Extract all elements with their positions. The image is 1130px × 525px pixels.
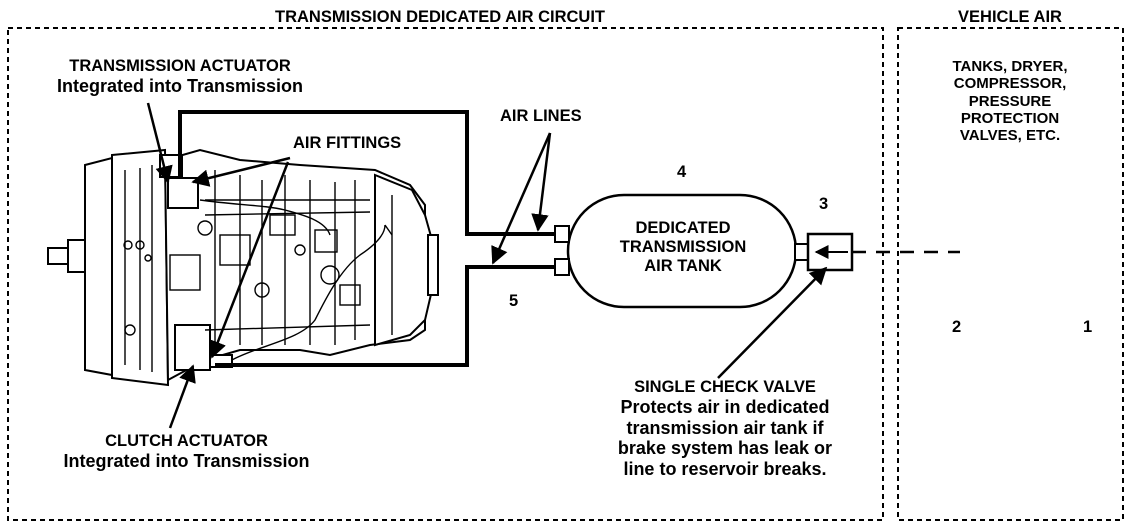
- leader-air-lines-2: [491, 132, 552, 265]
- callout-number-2: 2: [952, 318, 962, 336]
- tank-port-upper: [554, 225, 570, 243]
- clutch-actuator-label: CLUTCH ACTUATOR Integrated into Transmis…: [14, 432, 359, 472]
- transmission-actuator-label: TRANSMISSION ACTUATOR Integrated into Tr…: [20, 57, 340, 97]
- leader-air-lines-1: [531, 132, 552, 232]
- leader-air-fittings-2: [209, 161, 290, 359]
- leader-transmission-actuator: [146, 102, 173, 184]
- air-fittings-label: AIR FITTINGS: [293, 134, 402, 152]
- transmission-actuator-title: TRANSMISSION ACTUATOR: [69, 57, 291, 75]
- callout-number-1: 1: [1083, 318, 1093, 336]
- vehicle-air-components: TANKS, DRYER, COMPRESSOR, PRESSURE PROTE…: [910, 58, 1110, 144]
- callout-number-3: 3: [819, 195, 829, 213]
- tank-label-line1: DEDICATED: [635, 219, 731, 237]
- check-valve-title: SINGLE CHECK VALVE: [634, 378, 816, 396]
- vehicle-air-line2: COMPRESSOR,: [953, 75, 1067, 93]
- vehicle-air-line1: TANKS, DRYER,: [952, 58, 1068, 75]
- clutch-actuator-title: CLUTCH ACTUATOR: [105, 432, 268, 450]
- check-valve-desc-line1: Protects air in dedicated: [620, 396, 830, 417]
- check-valve-description: SINGLE CHECK VALVE Protects air in dedic…: [570, 378, 880, 480]
- tank-port-lower: [554, 258, 570, 276]
- check-valve-desc-line3: brake system has leak or: [617, 438, 833, 459]
- tank-label: DEDICATED TRANSMISSION AIR TANK: [590, 219, 776, 276]
- callout-number-5: 5: [509, 292, 519, 310]
- transmission-section-title: TRANSMISSION DEDICATED AIR CIRCUIT: [275, 8, 605, 26]
- leader-clutch-actuator: [168, 364, 196, 429]
- vehicle-air-line4: PROTECTION: [960, 109, 1060, 127]
- vehicle-air-line5: VALVES, ETC.: [959, 127, 1061, 144]
- transmission-actuator-subtitle: Integrated into Transmission: [56, 75, 304, 96]
- vehicle-air-box: [897, 27, 1124, 521]
- tank-label-line2: TRANSMISSION: [619, 237, 747, 256]
- air-line-lower: [215, 265, 555, 367]
- air-line-upper: [178, 110, 555, 236]
- leader-air-fittings-1: [191, 156, 291, 187]
- tank-label-line3: AIR TANK: [644, 256, 722, 275]
- transmission-illustration: [47, 148, 439, 387]
- clutch-actuator-subtitle: Integrated into Transmission: [63, 450, 310, 471]
- callout-number-4: 4: [677, 163, 687, 181]
- leader-check-valve: [717, 266, 828, 379]
- air-lines-label: AIR LINES: [500, 107, 582, 125]
- check-valve-desc-line4: line to reservoir breaks.: [623, 459, 827, 480]
- check-valve-desc-line2: transmission air tank if: [626, 417, 824, 438]
- transmission-circuit-box: [7, 27, 884, 521]
- transmission-details: [123, 165, 393, 372]
- vehicle-air-line3: PRESSURE: [968, 92, 1052, 110]
- vehicle-section-title: VEHICLE AIR: [958, 8, 1062, 26]
